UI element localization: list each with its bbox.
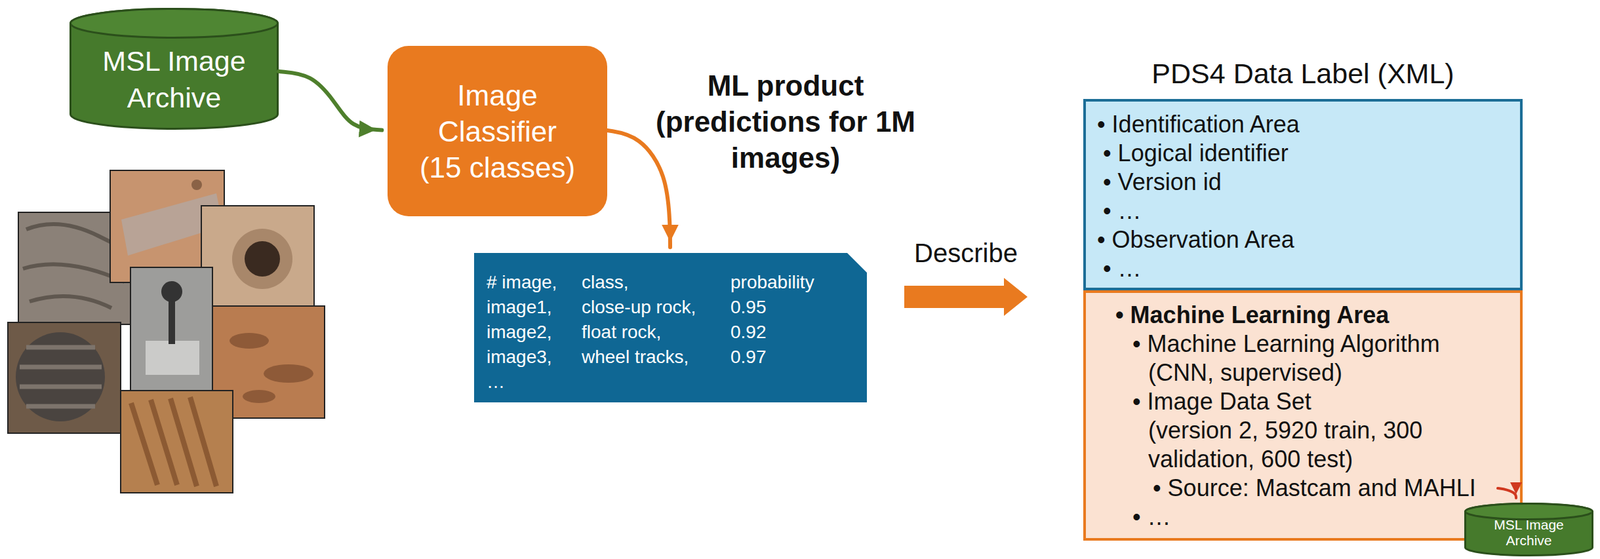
- instrument-photo: [130, 267, 213, 395]
- edge-label-holder: Describe: [914, 237, 1018, 269]
- describe-arrow: [904, 278, 1028, 317]
- rock-blob: [263, 364, 314, 383]
- photo-frame: [120, 390, 233, 494]
- table-cell: close-up rock,: [581, 295, 731, 320]
- pds4-heading: PDS4 Data Label (XML): [1083, 52, 1523, 95]
- area-item: • Source: Mastcam and MAHLI: [1152, 474, 1520, 503]
- wheel: [15, 332, 105, 422]
- table-cell: probability: [730, 270, 862, 296]
- area-item: • …: [1132, 502, 1520, 532]
- instrument-base: [145, 340, 200, 376]
- archive-cylinder-small: MSL Image Archive: [1464, 502, 1594, 557]
- edge-label: Describe: [914, 237, 1018, 269]
- product-note: ML product (predictions for 1M images): [647, 67, 924, 176]
- area-item: • Observation Area: [1097, 225, 1520, 255]
- source-arrow: [1497, 488, 1517, 499]
- table-cell: 0.97: [730, 344, 862, 370]
- cylinder-top: [70, 9, 279, 39]
- flow-arrow: [278, 71, 382, 131]
- archive-cylinder: MSL Image Archive: [69, 7, 279, 130]
- pds4-label: PDS4 Data Label (XML)• Identification Ar…: [1083, 52, 1523, 541]
- drill-tailings: [232, 228, 293, 290]
- area-item: • …: [1102, 196, 1520, 226]
- archive-label: MSL Image Archive: [89, 42, 260, 117]
- table-cell: # image,: [486, 270, 582, 296]
- photo-frame: [7, 322, 121, 434]
- machine-learning-area: • Machine Learning Area• Machine Learnin…: [1083, 290, 1523, 541]
- photo-frame: [130, 267, 213, 395]
- area-item: • Identification Area: [1097, 110, 1520, 140]
- table-cell: float rock,: [581, 320, 731, 345]
- area-item: • Image Data Set: [1132, 387, 1520, 417]
- area-item: (CNN, supervised): [1148, 358, 1520, 388]
- cylinder-body: [70, 9, 279, 130]
- drill-hole: [244, 241, 280, 277]
- flow-arrow: [607, 130, 671, 248]
- table-cell: 0.95: [730, 295, 862, 320]
- track-ridge: [131, 397, 217, 487]
- wheel-photo: [7, 322, 121, 434]
- table-cell: wheel tracks,: [581, 344, 731, 370]
- note-holder: ML product (predictions for 1M images): [647, 67, 924, 176]
- photo-frame: [201, 205, 315, 319]
- document-body: [474, 253, 867, 403]
- table-cell: class,: [581, 270, 731, 296]
- area-item: • Logical identifier: [1102, 139, 1520, 168]
- table-cell: image1,: [486, 295, 582, 320]
- table-cell: 0.92: [730, 320, 862, 345]
- identification-area: • Identification Area• Logical identifie…: [1083, 99, 1523, 291]
- pebble: [191, 179, 202, 191]
- table-cell: …: [486, 369, 582, 395]
- cylinder-body: [1465, 504, 1593, 557]
- archive-label: MSL Image Archive: [1480, 517, 1579, 549]
- classifier-box: Image Classifier (15 classes): [387, 45, 608, 217]
- area-item: (version 2, 5920 train, 300 validation, …: [1148, 416, 1440, 475]
- table-cell: image2,: [486, 320, 582, 345]
- tracks-photo: [120, 390, 233, 494]
- table-cell: image3,: [486, 344, 582, 370]
- cylinder-top: [1465, 504, 1593, 520]
- rock-blob: [229, 333, 269, 349]
- area-item: • Machine Learning Area: [1115, 300, 1520, 330]
- rock-blob: [242, 390, 276, 404]
- area-item: • Machine Learning Algorithm: [1132, 329, 1520, 359]
- prediction-table: # image,class,probability image1,close-up…: [474, 253, 867, 403]
- area-item: • Version id: [1102, 167, 1520, 197]
- area-item: • …: [1102, 254, 1520, 284]
- drill-photo: [201, 205, 315, 319]
- instrument-knob: [161, 281, 183, 303]
- wheel-tread: [19, 347, 102, 407]
- classifier-label: Image Classifier (15 classes): [417, 77, 578, 186]
